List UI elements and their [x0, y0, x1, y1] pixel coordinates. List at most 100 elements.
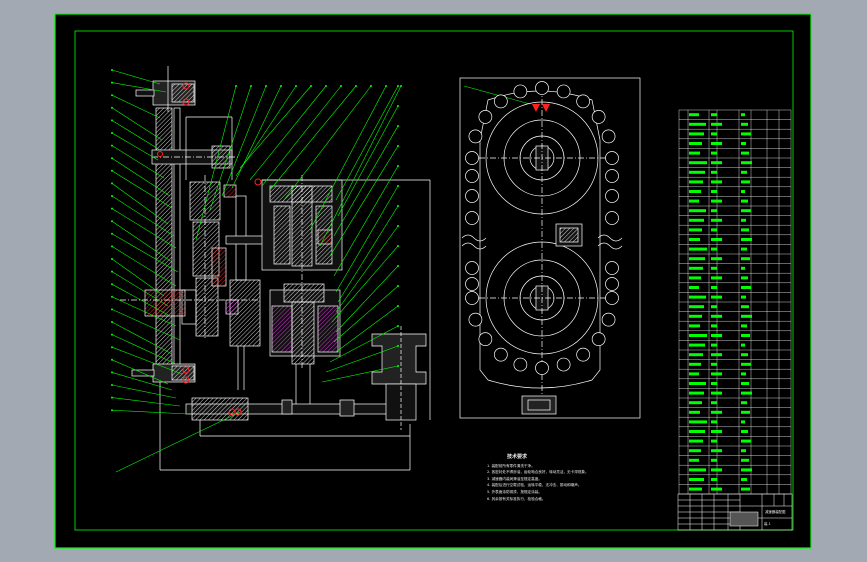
balloon-dot: [265, 85, 267, 87]
leader-line: [111, 145, 165, 179]
leader-line: [333, 165, 399, 277]
balloon-dot: [397, 305, 399, 307]
balloon-dot: [310, 85, 312, 87]
bom-entry-mark: [689, 295, 706, 299]
leader-line: [111, 271, 169, 307]
bom-entry-mark: [711, 132, 717, 136]
bom-entry-mark: [741, 430, 748, 433]
chain-roller: [591, 332, 606, 346]
leader-line: [335, 85, 399, 201]
bom-entry-mark: [711, 449, 722, 453]
leader-line: [335, 225, 399, 313]
chain-roller: [605, 169, 619, 183]
bom-entry-mark: [741, 468, 752, 472]
inner-border: [74, 30, 794, 531]
bom-entry-mark: [689, 286, 699, 289]
bom-entry-mark: [711, 113, 717, 117]
chain-roller: [465, 189, 479, 203]
leader-line: [115, 411, 241, 473]
balloon-dot: [111, 321, 113, 323]
bom-entry-mark: [711, 276, 722, 280]
balloon-dot: [397, 245, 399, 247]
leader-line: [221, 85, 267, 197]
leader-line: [111, 409, 189, 415]
balloon-dot: [111, 384, 113, 386]
balloon-dot: [235, 85, 237, 87]
bom-entry-mark: [689, 170, 705, 174]
bom-entry-mark: [711, 142, 722, 145]
leader-line: [111, 69, 161, 85]
note-line: 6. 其余按有关标准执行，检验合格。: [487, 496, 546, 501]
balloon-dot: [111, 207, 113, 210]
bom-entry-mark: [711, 430, 722, 433]
bom-entry-mark: [689, 382, 706, 385]
chain-roller: [468, 312, 483, 327]
bom-entry-mark: [741, 122, 748, 126]
leader-line: [309, 85, 387, 231]
balloon-dot: [111, 157, 113, 160]
bom-entry-mark: [711, 420, 717, 424]
balloon-dot: [111, 409, 113, 412]
leader-line: [337, 205, 399, 303]
bom-entry-mark: [711, 199, 722, 203]
bom-entry-mark: [711, 314, 722, 318]
chain-roller: [465, 291, 479, 305]
section-view: [120, 66, 431, 471]
balloon-dot: [355, 85, 357, 87]
leader-lines: [111, 69, 531, 473]
bom-entry-mark: [741, 334, 750, 337]
leader-line: [111, 334, 177, 365]
leader-line: [329, 145, 399, 257]
leader-line: [331, 245, 399, 323]
bom-entry-mark: [741, 305, 749, 309]
bom-entry-mark: [689, 439, 703, 443]
bom-entry-mark: [689, 401, 702, 405]
leader-line: [111, 94, 161, 119]
chain-roller: [494, 347, 508, 362]
bom-entry-mark: [689, 372, 699, 376]
bom-entry-mark: [689, 151, 700, 155]
balloon-dot: [397, 225, 399, 227]
balloon-dot: [397, 205, 399, 207]
bom-entry-mark: [741, 324, 747, 328]
bom-entry-mark: [689, 238, 700, 241]
bom-entry-mark: [711, 487, 722, 491]
bom-entry-mark: [711, 122, 722, 126]
chain-roller: [605, 261, 619, 275]
bom-entry-mark: [741, 218, 746, 222]
leader-line: [321, 365, 399, 383]
leader-line: [111, 195, 175, 237]
balloon-dot: [111, 358, 113, 361]
bom-entry-mark: [711, 247, 717, 251]
bom-entry-mark: [741, 228, 749, 232]
leader-line: [195, 85, 237, 241]
drawing-name: 减速器装配图: [765, 510, 786, 514]
bom-entry-mark: [741, 420, 745, 424]
bom-entry-mark: [689, 458, 699, 462]
bom-entry-mark: [689, 468, 706, 472]
balloon-dot: [397, 185, 399, 187]
bom-entry-mark: [711, 391, 722, 395]
bom-entry-mark: [689, 478, 704, 481]
bom-entry-mark: [741, 190, 745, 193]
balloon-dot: [111, 258, 113, 260]
bom-entry-mark: [711, 382, 717, 385]
bom-entry-mark: [689, 276, 701, 280]
bom-entry-mark: [711, 170, 717, 174]
bom-entry-mark: [711, 439, 717, 443]
bom-entry-mark: [689, 142, 702, 145]
leader-line: [325, 345, 399, 373]
balloon-dot: [397, 125, 399, 127]
leader-line: [111, 359, 169, 385]
bom-entry-mark: [689, 161, 707, 165]
bom-entry-mark: [741, 401, 747, 405]
bom-entry-mark: [689, 449, 701, 453]
balloon-dot: [397, 85, 399, 87]
balloon-dot: [325, 85, 327, 87]
bom-entry-mark: [689, 199, 699, 203]
balloon-dot: [111, 195, 113, 197]
leader-line: [111, 397, 181, 407]
accent-bolts: [157, 82, 262, 416]
balloon-dot: [111, 245, 113, 248]
